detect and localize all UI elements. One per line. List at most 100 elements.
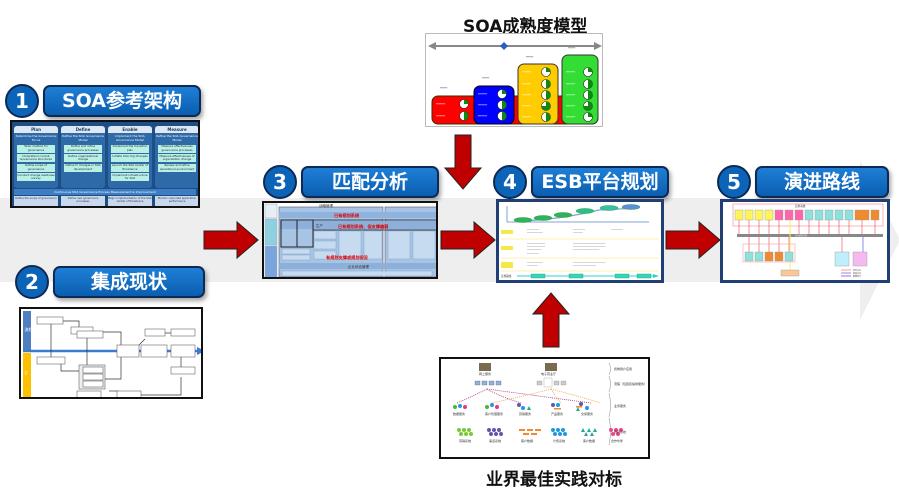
- step-1-number: 1: [5, 84, 39, 118]
- step-4-number: 4: [493, 165, 527, 199]
- step-3-number: 3: [263, 165, 297, 199]
- step-2-number: 2: [15, 265, 49, 299]
- maturity-axis-left-arrow: [428, 42, 436, 50]
- match-analysis-graphic: 已有规划系统 已有规划系统、但支撑偏弱 有规划支撑或规划但没 战略管理 生产 企…: [264, 203, 436, 277]
- esb-stage: [553, 212, 573, 218]
- ref-arch-improvement-bar: Continuous SOA Governance Process Measur…: [14, 189, 196, 195]
- ref-arch-item: Review and refine operational environmen…: [158, 163, 196, 172]
- ref-arch-column-subheader: Define the SOA Governance Model: [62, 134, 104, 142]
- svg-text:━━━━━: ━━━━━: [521, 93, 531, 97]
- step-4-header: 4 ESB平台规划: [493, 165, 669, 199]
- roadmap-sub-area: [742, 243, 796, 263]
- ref-arch-column: Plan Determine the Governance Focus Tail…: [14, 126, 58, 188]
- svg-text:━━━━━: ━━━━━: [521, 70, 531, 74]
- benchmark-service-label: 营销服务: [519, 411, 531, 416]
- step-2-header: 2 集成现状: [15, 265, 205, 299]
- roadmap-thumbnail: 应用系统 实时交互 批量交互: [720, 199, 890, 283]
- benchmark-system-label: 客户数据: [583, 438, 595, 443]
- step-4-label: ESB平台规划: [531, 166, 669, 198]
- match-sidebar-cell: [264, 203, 278, 219]
- roadmap-legend-item: 批量交互: [853, 271, 861, 275]
- flow-node: [116, 390, 142, 397]
- step-1-header: 1 SOA参考架构: [5, 84, 201, 118]
- esb-milestone: [568, 273, 584, 279]
- benchmark-thumbnail: 终端用户应用 流程（包装和编排服务） 业务服务 现存系统 网上服务 电子营业厅 …: [439, 357, 650, 459]
- match-highlight-label: 有规划支撑或规划但没: [326, 254, 369, 261]
- svg-text:━━━━━: ━━━━━: [521, 104, 531, 108]
- match-row-label: 战略管理: [319, 203, 333, 208]
- svg-text:━━━━━: ━━━━━: [565, 104, 575, 108]
- lane-process: [23, 311, 31, 351]
- benchmark-title: 业界最佳实践对标: [486, 470, 622, 490]
- benchmark-service-label: 交易服务: [581, 411, 593, 416]
- benchmark-layer-label: 流程（包装和编排服务）: [614, 381, 647, 386]
- benchmark-system-label: 渠道系统: [489, 438, 501, 443]
- maturity-model-graphic: ━━━━━━━━━━ ━━━━━━━━━━━━━━━ ━━━━━━━━━━━━━…: [428, 42, 602, 125]
- flow-node: [82, 380, 104, 388]
- match-row-label: 企业综合管理: [348, 264, 369, 269]
- current-state-thumbnail: 流程 IT: [19, 307, 203, 399]
- svg-text:━━━━━━━━━━━━: ━━━━━━━━━━━━: [526, 249, 542, 251]
- maturity-axis-right-arrow: [594, 42, 602, 50]
- match-row-label: 生产: [316, 223, 324, 228]
- ref-arch-footnote: Begin implementation of the SOA Center o…: [108, 196, 152, 206]
- ref-arch-column: Measure Refine the SOA Governance Model …: [155, 126, 198, 188]
- maturity-axis-marker: [500, 42, 508, 50]
- ref-arch-item: Define organizational change: [64, 154, 102, 162]
- step-5-number: 5: [717, 165, 751, 199]
- flow-node: [170, 328, 196, 337]
- ref-arch-item: Define and refine governance processes: [64, 144, 102, 153]
- ref-arch-item: Measure effectiveness of organization ch…: [158, 153, 196, 162]
- match-sidebar-cell: [264, 245, 278, 277]
- benchmark-layer-label: 终端用户应用: [614, 366, 632, 371]
- roadmap-top-label: 应用系统: [795, 204, 806, 208]
- flow-node: [36, 356, 66, 365]
- ref-arch-item: Conduct change readiness survey: [17, 172, 55, 181]
- match-analysis-thumbnail: 已有规划系统 已有规划系统、但支撑偏弱 有规划支撑或规划但没 战略管理 生产 企…: [262, 201, 438, 279]
- roadmap-bus: [737, 234, 883, 237]
- svg-text:━━━━━━━━━━: ━━━━━━━━━━: [572, 229, 586, 231]
- esb-milestone: [636, 273, 652, 279]
- flow-node: [144, 328, 166, 337]
- esb-plan-graphic: ━━━━━━━━━━━━━━━━━━━━━━━ ━━━━━━━━━━━━━━━━…: [501, 204, 659, 279]
- esb-stage: [599, 205, 619, 211]
- benchmark-system-label: 计费系统: [553, 438, 565, 443]
- benchmark-system-label: 合作伙伴: [611, 438, 623, 443]
- match-row: [279, 212, 436, 218]
- flow-axis-arrow: [197, 347, 201, 355]
- match-row: [279, 263, 436, 269]
- benchmark-system-label: 营销系统: [459, 438, 471, 443]
- app-image: [479, 363, 491, 371]
- esb-timeline-arrow: [653, 274, 659, 278]
- svg-text:━━━━━━━━━━━━━━━━━━━━━━━━━━━: ━━━━━━━━━━━━━━━━━━━━━━━━━━━: [572, 243, 606, 245]
- step-5-label: 演进路线: [755, 166, 889, 198]
- esb-plan-thumbnail: ━━━━━━━━━━━━━━━━━━━━━━━ ━━━━━━━━━━━━━━━━…: [496, 199, 664, 283]
- lane-it: [23, 353, 31, 397]
- esb-timeline-label: 实施路线: [501, 274, 512, 278]
- step-3-label: 匹配分析: [301, 166, 439, 198]
- benchmark-graphic: 终端用户应用 流程（包装和编排服务） 业务服务 现存系统 网上服务 电子营业厅 …: [453, 362, 647, 446]
- arrow-right-icon: [440, 221, 496, 259]
- svg-text:━━━━━: ━━━━━: [477, 92, 487, 96]
- svg-text:━━━━━: ━━━━━: [477, 103, 487, 107]
- ref-arch-footnote: Monitor corporate application performanc…: [155, 196, 198, 206]
- flow-node: [36, 316, 64, 325]
- flow-node: [76, 330, 104, 339]
- svg-text:━━━━━━━━━━━━━: ━━━━━━━━━━━━━: [526, 262, 543, 264]
- benchmark-service-label: 数据服务: [453, 411, 465, 416]
- svg-text:━━━━━━━━━━━━━━━━━━━: ━━━━━━━━━━━━━━━━━━━: [572, 265, 597, 267]
- flow-node: [82, 373, 104, 381]
- current-state-graphic: 流程 IT: [23, 311, 201, 397]
- ref-arch-column-subheader: Refine the SOA Governance Model: [156, 134, 198, 142]
- maturity-model-thumbnail: ━━━━━━━━━━ ━━━━━━━━━━━━━━━ ━━━━━━━━━━━━━…: [425, 33, 603, 127]
- maturity-level-4: [561, 54, 599, 125]
- flow-node: [170, 344, 196, 358]
- arrow-right-icon: [665, 221, 721, 259]
- benchmark-system-label: 客户数据: [521, 438, 533, 443]
- ref-arch-column-subheader: Determine the Governance Focus: [15, 134, 57, 142]
- svg-text:━━━━━━━━━━: ━━━━━━━━━━: [526, 229, 540, 231]
- esb-milestone: [614, 273, 630, 279]
- esb-stage: [513, 217, 533, 223]
- benchmark-layer-label: 业务服务: [614, 403, 626, 408]
- svg-text:━━━━━━━━━━: ━━━━━━━━━━: [526, 253, 540, 255]
